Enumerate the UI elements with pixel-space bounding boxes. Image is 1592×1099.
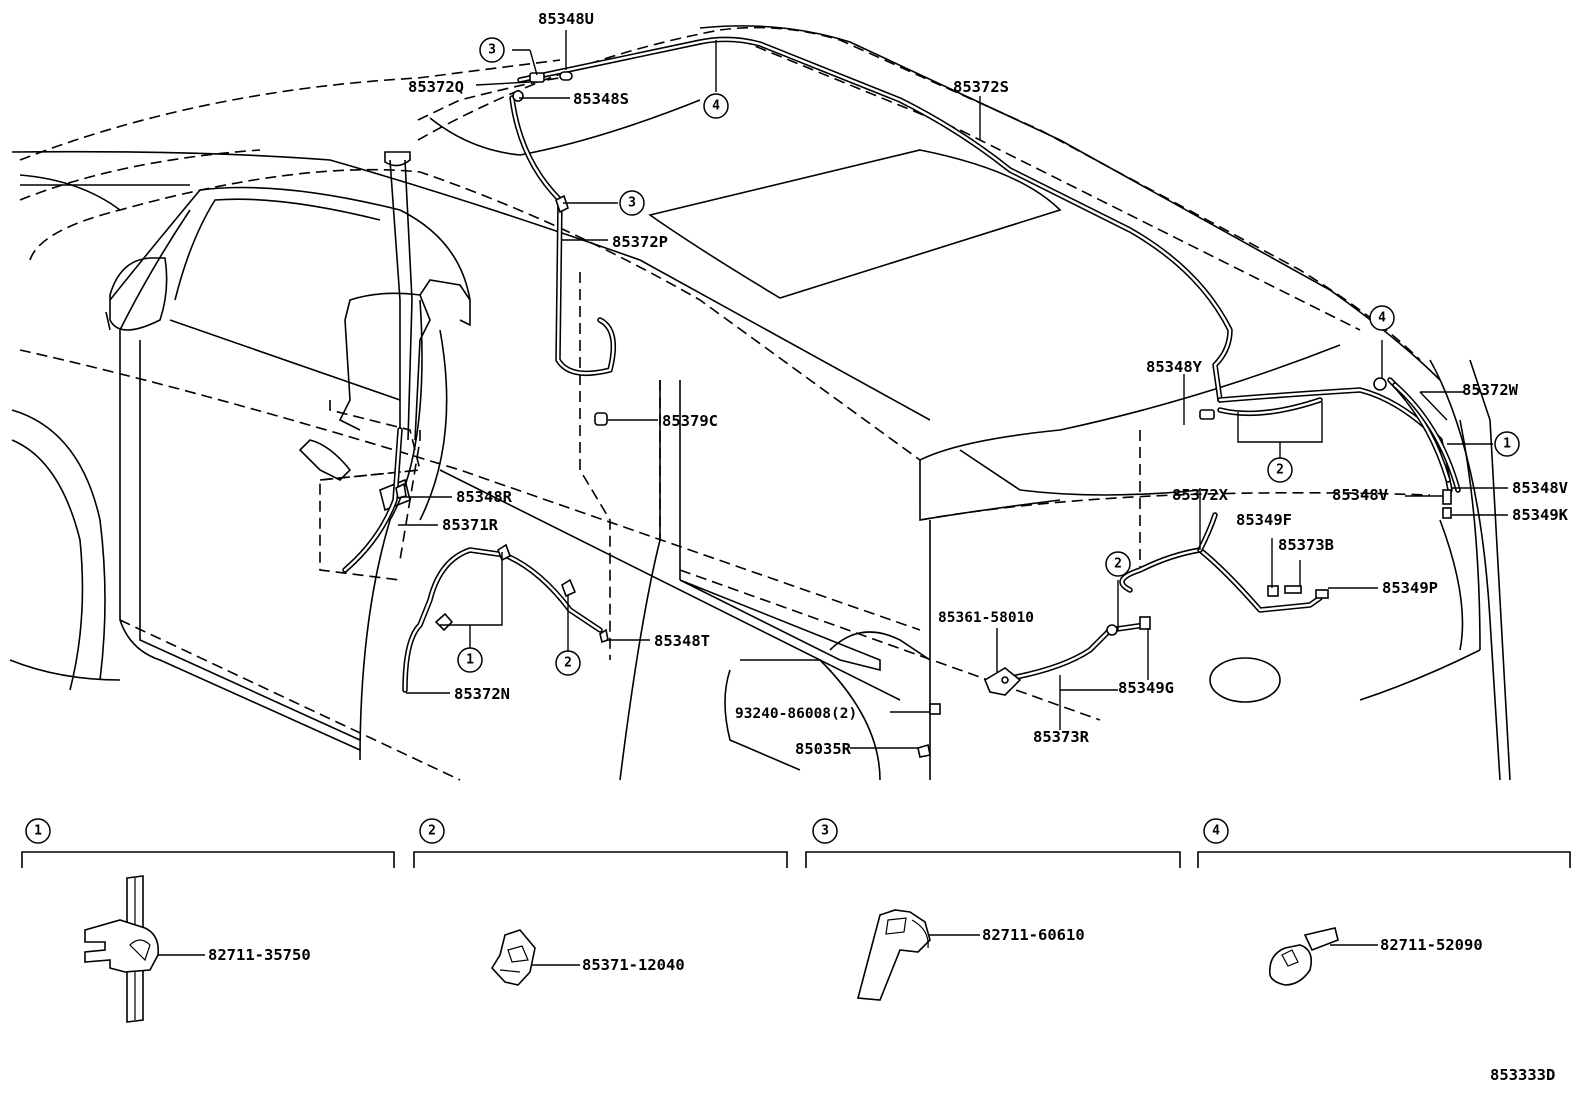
callout-2-rear bbox=[1267, 457, 1293, 483]
label-85348t: 85348T bbox=[654, 632, 710, 650]
callout-3-mid bbox=[619, 190, 645, 216]
detail-4-part-number: 82711-52090 bbox=[1380, 936, 1483, 954]
callout-1-side-label: 1 bbox=[466, 653, 474, 668]
callout-3-top bbox=[479, 37, 505, 63]
callout-4-rear-label: 4 bbox=[1378, 311, 1386, 326]
label-85371r: 85371R bbox=[442, 516, 499, 534]
detail-panel-2: 2 85371-12040 bbox=[413, 818, 788, 986]
callout-circles: 3 4 3 4 1 2 2 1 2 bbox=[457, 37, 1520, 676]
label-85349p: 85349P bbox=[1382, 579, 1438, 597]
label-93240-86008: 93240-86008(2) bbox=[735, 706, 857, 722]
part-number-labels: 85348U 85372Q 85348S 85372S 85372P 85379… bbox=[408, 10, 1569, 758]
label-85372s: 85372S bbox=[953, 78, 1009, 96]
detail-1-index bbox=[25, 818, 51, 844]
label-85373r: 85373R bbox=[1033, 728, 1090, 746]
label-85035r: 85035R bbox=[795, 740, 852, 758]
label-85348s: 85348S bbox=[573, 90, 629, 108]
label-85361-58010: 85361-58010 bbox=[938, 610, 1034, 626]
detail-panel-1: 1 82711-35750 bbox=[21, 818, 395, 1023]
label-85379c: 85379C bbox=[662, 412, 718, 430]
detail-1-index-label: 1 bbox=[34, 824, 42, 839]
detail-2-index-label: 2 bbox=[428, 824, 436, 839]
detail-2-part-number: 85371-12040 bbox=[582, 956, 685, 974]
leader-lines bbox=[398, 30, 1508, 749]
label-85349k: 85349K bbox=[1512, 506, 1569, 524]
label-85372p: 85372P bbox=[612, 233, 668, 251]
label-85373b: 85373B bbox=[1278, 536, 1334, 554]
detail-3-index bbox=[812, 818, 838, 844]
callout-4-roof-label: 4 bbox=[712, 99, 720, 114]
callout-4-rear bbox=[1369, 305, 1395, 331]
clamp-4-icon bbox=[1373, 377, 1387, 391]
label-85372x: 85372X bbox=[1172, 486, 1229, 504]
detail-3-part-number: 82711-60610 bbox=[982, 926, 1085, 944]
callout-3-top-label: 3 bbox=[488, 43, 496, 58]
detail-panel-4: 4 82711-52090 bbox=[1197, 818, 1571, 986]
vehicle-body-outline bbox=[9, 25, 1511, 781]
label-85349f: 85349F bbox=[1236, 511, 1292, 529]
label-85372q: 85372Q bbox=[408, 78, 464, 96]
detail-2-index bbox=[419, 818, 445, 844]
label-85348r: 85348R bbox=[456, 488, 513, 506]
label-85372n: 85372N bbox=[454, 685, 510, 703]
detail-3-index-label: 3 bbox=[821, 824, 829, 839]
grommet-85379c-icon bbox=[594, 412, 608, 426]
detail-4-index-label: 4 bbox=[1212, 824, 1220, 839]
label-85372w: 85372W bbox=[1462, 381, 1519, 399]
clip-85371-12040-icon bbox=[490, 929, 536, 986]
detail-4-index bbox=[1203, 818, 1229, 844]
callout-4-roof bbox=[703, 93, 729, 119]
diagram-id: 853333D bbox=[1490, 1066, 1555, 1084]
callout-1-rear bbox=[1494, 431, 1520, 457]
holder-82711-60610-icon bbox=[856, 909, 931, 1001]
callout-1-rear-label: 1 bbox=[1503, 437, 1511, 452]
small-parts bbox=[395, 71, 1452, 758]
callout-3-mid-label: 3 bbox=[628, 196, 636, 211]
callout-2-gate bbox=[1105, 551, 1131, 577]
detail-panel-3: 3 82711-60610 bbox=[805, 818, 1181, 1001]
clamp-82711-35750-icon bbox=[84, 875, 160, 1023]
label-85348v-left: 85348V bbox=[1332, 486, 1388, 504]
callout-2-gate-label: 2 bbox=[1114, 557, 1122, 572]
callout-2-side-label: 2 bbox=[564, 656, 572, 671]
callout-2-rear-label: 2 bbox=[1276, 463, 1284, 478]
callout-2-side bbox=[555, 650, 581, 676]
clip-82711-52090-icon bbox=[1268, 927, 1339, 986]
label-85349g: 85349G bbox=[1118, 679, 1174, 697]
washer-hoses bbox=[342, 36, 1461, 693]
label-85348y: 85348Y bbox=[1146, 358, 1203, 376]
detail-1-part-number: 82711-35750 bbox=[208, 946, 311, 964]
label-85348u: 85348U bbox=[538, 10, 594, 28]
callout-1-side bbox=[457, 647, 483, 673]
label-85348v-right: 85348V bbox=[1512, 479, 1568, 497]
